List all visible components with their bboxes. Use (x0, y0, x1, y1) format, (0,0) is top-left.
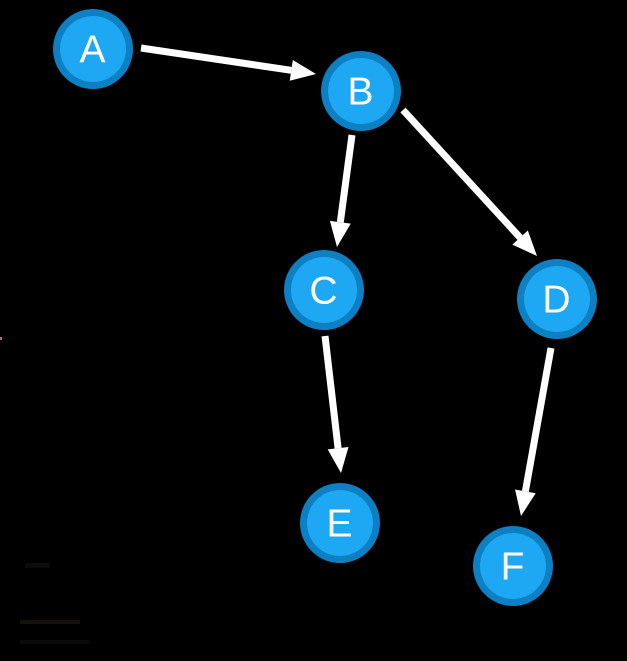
edge-line (400, 107, 523, 240)
edge-C-E (321, 335, 349, 473)
node-label: C (309, 270, 338, 313)
arrowhead-icon (329, 220, 351, 247)
node-body (480, 533, 546, 599)
node-body (328, 58, 394, 124)
node-E[interactable]: E (300, 483, 380, 563)
arrowhead-icon (512, 230, 537, 256)
node-A[interactable]: A (53, 9, 133, 89)
node-body (307, 490, 373, 556)
node-B[interactable]: B (321, 51, 401, 131)
faint-artifact (20, 640, 90, 644)
edge-line (321, 335, 342, 449)
edge-B-D (400, 107, 537, 256)
node-D[interactable]: D (517, 259, 597, 339)
node-body (60, 16, 126, 82)
edge-line (140, 44, 292, 74)
node-label: B (347, 71, 374, 114)
edge-B-C (329, 134, 356, 247)
faint-artifact (25, 563, 50, 568)
node-C[interactable]: C (284, 250, 364, 330)
arrowhead-icon (327, 446, 349, 473)
node-F[interactable]: F (473, 526, 553, 606)
node-body (524, 266, 590, 332)
arrowhead-icon (515, 489, 536, 516)
faint-artifact (20, 620, 80, 624)
node-label: E (326, 503, 353, 546)
edge-line (521, 347, 555, 493)
stray-pixel (0, 337, 2, 340)
node-label: F (501, 546, 526, 589)
edge-A-B (140, 44, 316, 81)
edge-line (336, 134, 356, 223)
edge-D-F (515, 347, 555, 516)
arrowhead-icon (289, 59, 316, 81)
node-body (291, 257, 357, 323)
node-label: A (79, 29, 106, 72)
node-label: D (542, 279, 571, 322)
